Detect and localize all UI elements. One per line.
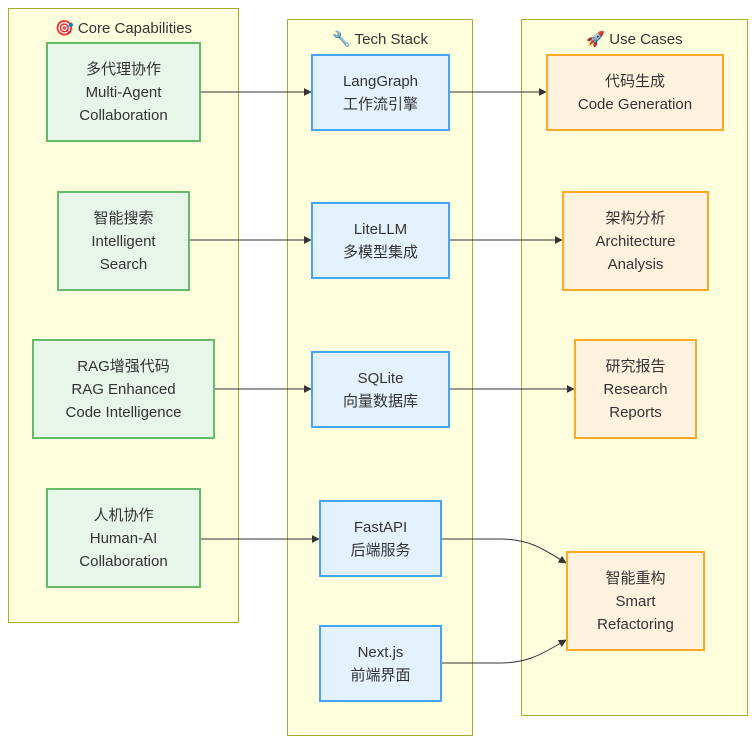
node-label-line: 研究报告 — [605, 357, 666, 375]
node-label-line: Search — [99, 255, 148, 273]
node-label-line: Analysis — [607, 255, 664, 273]
node-label-line: FastAPI — [353, 518, 408, 536]
node-label-line: Collaboration — [79, 552, 168, 570]
node-label-line: 后端服务 — [350, 541, 411, 559]
node-label-line: Smart — [615, 592, 656, 610]
node-label-line: RAG Enhanced — [71, 380, 176, 398]
node-fastapi: FastAPI 后端服务 — [319, 500, 442, 577]
rocket-icon: 🚀 — [586, 31, 606, 48]
node-research-reports: 研究报告 Research Reports — [574, 339, 697, 439]
node-architecture-analysis: 架构分析 Architecture Analysis — [562, 191, 709, 291]
cluster-use-cases-title: 🚀 Use Cases — [522, 30, 747, 50]
node-multi-agent-collaboration: 多代理协作 Multi-Agent Collaboration — [46, 42, 201, 142]
cluster-core-capabilities-label: Core Capabilities — [77, 20, 193, 37]
node-label-line: LangGraph — [342, 72, 419, 90]
node-label-line: Research — [603, 380, 668, 398]
node-label-line: Architecture — [595, 232, 676, 250]
node-label-line: 智能重构 — [605, 569, 666, 587]
cluster-core-capabilities-title: 🎯 Core Capabilities — [9, 19, 238, 39]
node-label-line: Code Intelligence — [65, 403, 182, 421]
node-langgraph: LangGraph 工作流引擎 — [311, 54, 450, 131]
node-label-line: 代码生成 — [604, 72, 665, 90]
node-sqlite: SQLite 向量数据库 — [311, 351, 450, 428]
node-label-line: 智能搜索 — [93, 209, 154, 227]
node-label-line: 架构分析 — [605, 209, 666, 227]
node-label-line: Refactoring — [597, 615, 674, 633]
node-intelligent-search: 智能搜索 Intelligent Search — [57, 191, 190, 291]
node-label-line: Code Generation — [577, 95, 693, 113]
wrench-icon: 🔧 — [332, 31, 351, 48]
node-label-line: Collaboration — [79, 106, 168, 124]
node-human-ai-collaboration: 人机协作 Human-AI Collaboration — [46, 488, 201, 588]
node-label-line: Reports — [609, 403, 662, 421]
node-label-line: 前端界面 — [350, 666, 411, 684]
node-label-line: RAG增强代码 — [77, 357, 170, 375]
cluster-use-cases-label: Use Cases — [609, 31, 683, 48]
cluster-tech-stack-title: 🔧 Tech Stack — [288, 30, 472, 50]
node-label-line: Next.js — [357, 643, 404, 661]
node-label-line: LiteLLM — [353, 220, 408, 238]
node-smart-refactoring: 智能重构 Smart Refactoring — [566, 551, 705, 651]
node-label-line: Human-AI — [89, 529, 158, 547]
node-code-generation: 代码生成 Code Generation — [546, 54, 724, 131]
node-label-line: 人机协作 — [93, 506, 154, 524]
node-label-line: 多模型集成 — [342, 243, 418, 261]
node-label-line: 多代理协作 — [85, 60, 161, 78]
node-rag-enhanced-code-intelligence: RAG增强代码 RAG Enhanced Code Intelligence — [32, 339, 215, 439]
cluster-tech-stack-label: Tech Stack — [354, 31, 428, 48]
node-label-line: Intelligent — [91, 232, 156, 250]
node-nextjs: Next.js 前端界面 — [319, 625, 442, 702]
node-label-line: Multi-Agent — [85, 83, 162, 101]
node-litellm: LiteLLM 多模型集成 — [311, 202, 450, 279]
node-label-line: SQLite — [357, 369, 404, 387]
node-label-line: 工作流引擎 — [342, 95, 418, 113]
node-label-line: 向量数据库 — [342, 392, 418, 410]
target-icon: 🎯 — [54, 20, 74, 37]
